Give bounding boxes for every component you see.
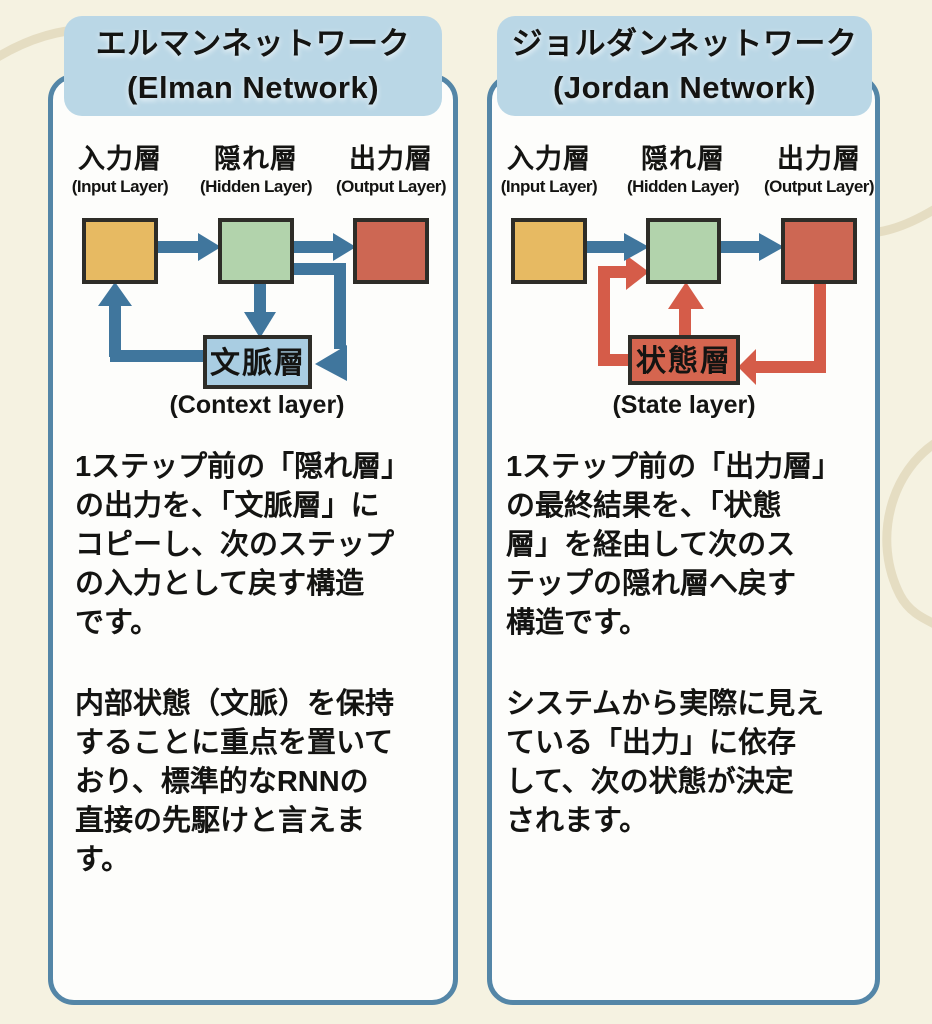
output-layer-label-jp: 出力層 (777, 144, 861, 174)
elman-diagram: 文脈層 (82, 218, 429, 389)
loop-left-horizontal (110, 350, 205, 362)
arrow-hidden-to-context (254, 282, 266, 314)
elman-title: エルマンネットワーク (Elman Network) (64, 16, 442, 116)
jordan-diagram: 状態層 (511, 218, 857, 385)
arrowhead-loop-right (315, 345, 347, 381)
state-layer-box (628, 335, 740, 385)
arrowhead-input-to-hidden (198, 233, 221, 261)
context-layer-caption: (Context layer) (169, 391, 345, 419)
loop-right-horizontal (754, 361, 820, 373)
arrowhead-loop-left (98, 282, 132, 306)
state-layer-caption: (State layer) (612, 391, 756, 419)
elman-paragraph-1: 1ステップ前の「隠れ層」 の出力を、「文脈層」に コピーし、次のステップ の入力… (75, 451, 411, 639)
arrowhead-hidden-to-output (759, 233, 784, 261)
output-layer-label-jp: 出力層 (349, 144, 433, 174)
arrow-hidden-to-output (719, 241, 761, 253)
elman-hidden-layer-label: 隠れ層 (Hidden Layer) (181, 143, 331, 199)
arrowhead-state-to-hidden (668, 282, 704, 309)
jordan-title: ジョルダンネットワーク (Jordan Network) (497, 16, 872, 116)
output-layer-box (353, 218, 429, 284)
loop-left-vertical (598, 266, 610, 366)
loop-right-vertical (814, 282, 826, 373)
context-layer-text: 文脈層 (210, 346, 306, 380)
input-layer-label-en: (Input Layer) (500, 177, 598, 196)
arrowhead-hidden-to-context (244, 312, 276, 338)
jordan-blue-arrow-group (585, 233, 784, 261)
hidden-layer-label-en: (Hidden Layer) (626, 177, 740, 196)
hidden-layer-box (646, 218, 721, 284)
arrowhead-hidden-to-output (333, 233, 356, 261)
arrowhead-output-to-state (738, 349, 756, 385)
elman-panel: 入力層 (Input Layer) 隠れ層 (Hidden Layer) 出力層… (48, 74, 458, 1005)
elman-paragraph-2: 内部状態（文脈）を保持 することに重点を置いて おり、標準的なRNNの 直接の先… (75, 688, 395, 876)
hidden-layer-label-en: (Hidden Layer) (199, 177, 313, 196)
arrow-hidden-to-output (292, 241, 335, 253)
decor-curve-bottom-right (882, 440, 932, 628)
arrow-state-to-hidden (679, 307, 691, 337)
jordan-paragraph-1: 1ステップ前の「出力層」 の最終結果を、「状態 層」を経由して次のス テップの隠… (506, 451, 842, 639)
arrowhead-input-to-hidden (624, 233, 649, 261)
arrowhead-loop-left (626, 255, 649, 290)
jordan-red-arrow-group (598, 255, 826, 385)
elman-output-layer-label: 出力層 (Output Layer) (316, 143, 466, 199)
jordan-paragraph-2: システムから実際に見え ている「出力」に依存 して、次の状態が決定 されます。 (506, 688, 825, 837)
state-layer-text: 状態層 (636, 344, 732, 378)
decor-curve-right (873, 205, 932, 237)
loop-left-top (604, 266, 628, 278)
elman-arrow-group (98, 233, 356, 381)
jordan-panel: 入力層 (Input Layer) 隠れ層 (Hidden Layer) 出力層… (487, 74, 880, 1005)
hidden-layer-label-jp: 隠れ層 (641, 144, 725, 174)
arrow-input-to-hidden (156, 241, 200, 253)
input-layer-box (511, 218, 587, 284)
arrow-input-to-hidden (585, 241, 626, 253)
loop-right-vertical (334, 263, 346, 349)
input-layer-label-jp: 入力層 (507, 144, 591, 174)
hidden-layer-box (218, 218, 294, 284)
output-layer-label-en: (Output Layer) (763, 177, 875, 196)
jordan-input-layer-label: 入力層 (Input Layer) (474, 143, 624, 199)
jordan-hidden-layer-label: 隠れ層 (Hidden Layer) (608, 143, 758, 199)
loop-left-vertical (109, 299, 121, 357)
loop-right-horizontal (292, 263, 346, 275)
input-layer-label-en: (Input Layer) (71, 177, 169, 196)
input-layer-label-jp: 入力層 (78, 144, 162, 174)
context-layer-box (203, 335, 312, 389)
output-layer-box (781, 218, 857, 284)
elman-input-layer-label: 入力層 (Input Layer) (45, 143, 195, 199)
input-layer-box (82, 218, 158, 284)
jordan-output-layer-label: 出力層 (Output Layer) (744, 143, 894, 199)
hidden-layer-label-jp: 隠れ層 (214, 144, 298, 174)
output-layer-label-en: (Output Layer) (335, 177, 447, 196)
